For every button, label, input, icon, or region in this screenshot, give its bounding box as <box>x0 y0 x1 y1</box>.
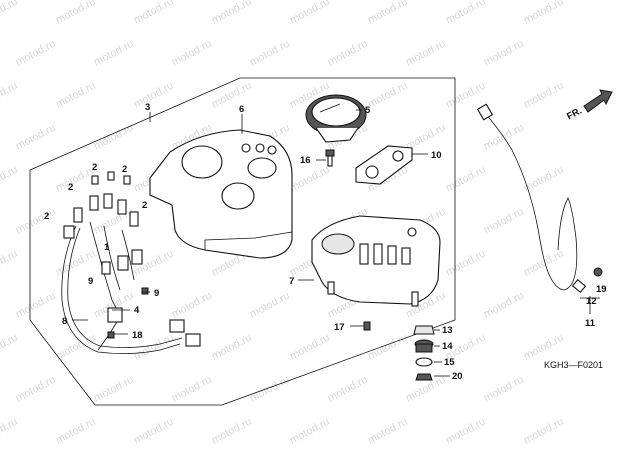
callout-labels: 3 6 5 16 10 7 2 2 2 2 2 9 9 1 4 8 18 17 … <box>44 102 607 382</box>
watermark-text: motod.ru <box>482 206 526 237</box>
watermark-text: motod.ru <box>482 290 526 321</box>
watermark-text: motod.ru <box>132 0 176 27</box>
watermark-text: motod.ru <box>54 0 98 27</box>
watermark-text: motod.ru <box>14 374 58 405</box>
callout-11: 11 <box>585 318 596 329</box>
watermark-text: motod.ru <box>132 416 176 447</box>
callout-9-b: 9 <box>154 288 159 299</box>
screw-16 <box>325 149 335 167</box>
callout-14: 14 <box>442 341 453 352</box>
diagram-code: KGH3—F0201 <box>544 360 603 370</box>
watermark-text: motod.ru <box>522 248 566 279</box>
watermark-text: motod.ru <box>132 80 176 111</box>
watermark-text: motod.ru <box>170 38 214 69</box>
watermark-text: motod.ru <box>248 38 292 69</box>
callout-2-d: 2 <box>122 164 127 175</box>
callout-2-e: 2 <box>142 200 147 211</box>
callout-17: 17 <box>334 322 345 333</box>
watermark-text: motod.ru <box>482 38 526 69</box>
watermark-text: motod.ru <box>288 0 332 27</box>
watermark-text: motod.ru <box>14 122 58 153</box>
mounting-hardware <box>413 325 435 381</box>
watermark-text: motod.ru <box>14 38 58 69</box>
assembly-frame <box>29 77 456 406</box>
watermark-text: motod.ru <box>92 38 136 69</box>
watermark-text: motod.ru <box>326 38 370 69</box>
watermark-text: motod.ru <box>366 332 410 363</box>
watermark-text: motod.ru <box>170 374 214 405</box>
watermark-text: motod.ru <box>522 416 566 447</box>
watermark-text: motod.ru <box>14 206 58 237</box>
watermark-text: motod.ru <box>0 332 20 363</box>
watermark-text: motod.ru <box>288 164 332 195</box>
callout-7: 7 <box>289 276 294 287</box>
watermark-text: motod.ru <box>14 290 58 321</box>
watermark-text: motod.ru <box>210 0 254 27</box>
bulb-sockets <box>63 171 139 239</box>
watermark-text: motod.ru <box>0 80 20 111</box>
callout-8: 8 <box>62 316 67 327</box>
callout-19: 19 <box>596 284 607 295</box>
meter-cover <box>149 129 293 259</box>
callout-20: 20 <box>452 371 463 382</box>
callout-10: 10 <box>431 150 442 161</box>
callout-5: 5 <box>365 105 371 116</box>
callout-2-b: 2 <box>68 182 73 193</box>
watermark-text: motod.ru <box>522 0 566 27</box>
watermark-text: motod.ru <box>522 80 566 111</box>
watermark-text: motod.ru <box>444 80 488 111</box>
watermark-text: motod.ru <box>210 416 254 447</box>
meter-case <box>311 215 441 307</box>
watermark-text: motod.ru <box>326 374 370 405</box>
watermark-text: motod.ru <box>444 416 488 447</box>
watermark-text: motod.ru <box>210 332 254 363</box>
watermark-text: motod.ru <box>54 248 98 279</box>
callout-3: 3 <box>145 102 150 113</box>
speedometer-gauge <box>305 94 367 143</box>
callout-16: 16 <box>300 155 311 166</box>
watermark-text: motod.ru <box>54 80 98 111</box>
speedometer-cable <box>476 103 603 294</box>
watermark-text: motod.ru <box>248 374 292 405</box>
watermark-text: motod.ru <box>0 164 20 195</box>
watermark-text: motod.ru <box>170 290 214 321</box>
watermark-text: motod.ru <box>0 248 20 279</box>
wire-harness <box>61 221 201 354</box>
callout-2-c: 2 <box>92 162 97 173</box>
watermark-text: motod.ru <box>288 416 332 447</box>
callout-12: 12 <box>586 296 597 307</box>
watermark-text: motod.ru <box>444 248 488 279</box>
callout-6: 6 <box>239 104 244 115</box>
front-direction-label: FR. <box>565 106 584 123</box>
watermark-text: motod.ru <box>366 416 410 447</box>
watermark-text: motod.ru <box>444 0 488 27</box>
watermark-text: motod.ru <box>0 416 20 447</box>
front-direction-arrow <box>583 89 613 113</box>
watermark-text: motod.ru <box>248 290 292 321</box>
indicator-panel <box>355 145 413 185</box>
watermark-text: motod.ru <box>366 0 410 27</box>
callout-9-a: 9 <box>88 276 93 287</box>
watermark-text: motod.ru <box>366 80 410 111</box>
watermark-text: motod.ru <box>482 374 526 405</box>
terminal-group <box>101 249 371 339</box>
watermark-text: motod.ru <box>288 332 332 363</box>
watermark-text: motod.ru <box>444 164 488 195</box>
watermark-text: motod.ru <box>522 332 566 363</box>
callout-15: 15 <box>444 357 455 368</box>
callout-13: 13 <box>442 325 453 336</box>
callout-4: 4 <box>134 305 140 316</box>
watermark-text: motod.ru <box>92 374 136 405</box>
callout-1: 1 <box>104 242 110 253</box>
watermark-text: motod.ru <box>0 0 20 27</box>
callout-18: 18 <box>132 330 143 341</box>
callout-2-a: 2 <box>44 211 49 222</box>
watermark-text: motod.ru <box>54 416 98 447</box>
watermark-text: motod.ru <box>210 80 254 111</box>
watermark-text: motod.ru <box>404 38 448 69</box>
leader-lines <box>72 109 600 377</box>
